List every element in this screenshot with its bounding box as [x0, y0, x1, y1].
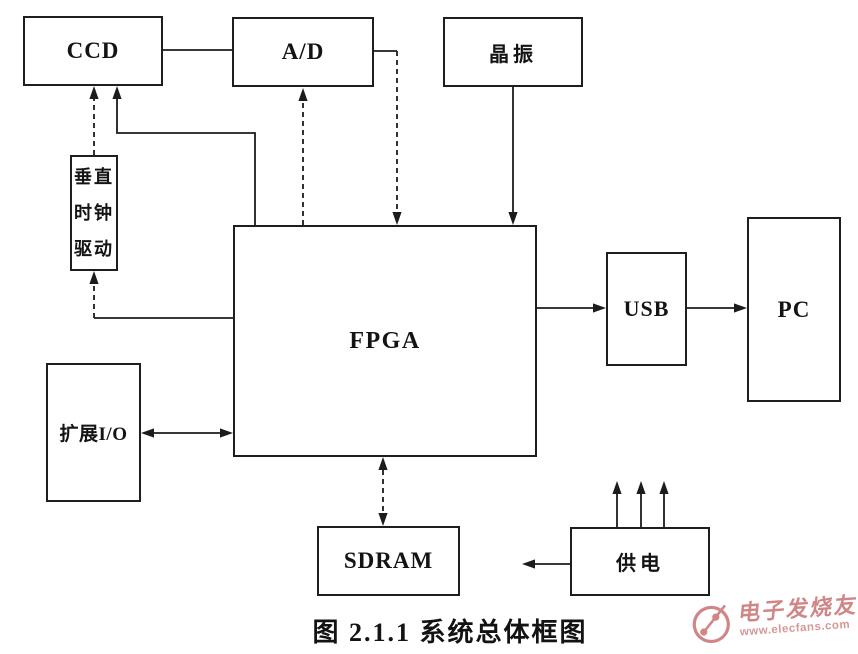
- edge-power-up-1: [612, 481, 622, 527]
- edge-fpga-to-vclk-v: [89, 271, 99, 318]
- node-ccd-label: CCD: [66, 38, 120, 63]
- edge-power-up-3: [659, 481, 669, 527]
- node-fpga: FPGA: [233, 225, 537, 457]
- edge-vclk-to-ccd: [89, 86, 99, 155]
- watermark-text: 电子发烧友 www.elecfans.com: [737, 592, 858, 639]
- watermark: 电子发烧友 www.elecfans.com: [689, 588, 858, 648]
- edge-fpga-to-ccd: [112, 86, 256, 225]
- node-io-label: 扩展I/O: [59, 424, 128, 445]
- edge-power-out-left: [522, 559, 570, 569]
- node-ccd: CCD: [23, 16, 163, 86]
- node-power-label: 供电: [616, 553, 664, 575]
- node-xtal: 晶振: [443, 17, 583, 87]
- edge-xtal-to-fpga: [508, 87, 518, 225]
- node-usb-label: USB: [623, 296, 670, 321]
- node-pc: PC: [747, 217, 841, 402]
- node-sdram-label: SDRAM: [343, 548, 434, 573]
- node-fpga-label: FPGA: [349, 327, 421, 354]
- node-power: 供电: [570, 527, 710, 596]
- diagram-caption: 图 2.1.1 系统总体框图: [312, 618, 588, 647]
- node-usb: USB: [606, 252, 687, 366]
- node-vclk: 垂直时钟驱动: [70, 155, 118, 271]
- edge-fpga-sdram-bidir: [378, 457, 388, 526]
- node-pc-label: PC: [777, 296, 811, 322]
- edge-ad-to-fpga-v: [392, 51, 402, 225]
- node-vclk-label: 垂直时钟驱动: [74, 167, 114, 259]
- node-ad-label: A/D: [281, 39, 325, 64]
- node-io: 扩展I/O: [46, 363, 141, 502]
- edge-fpga-to-usb: [537, 303, 606, 313]
- node-sdram: SDRAM: [317, 526, 460, 596]
- elecfans-logo-icon: [692, 604, 730, 644]
- edge-fpga-to-ad: [298, 88, 308, 225]
- edge-io-fpga-bidir: [141, 428, 233, 438]
- node-ad: A/D: [232, 17, 374, 87]
- edge-power-up-2: [636, 481, 646, 527]
- edge-usb-to-pc: [687, 303, 747, 313]
- node-xtal-label: 晶振: [489, 43, 537, 66]
